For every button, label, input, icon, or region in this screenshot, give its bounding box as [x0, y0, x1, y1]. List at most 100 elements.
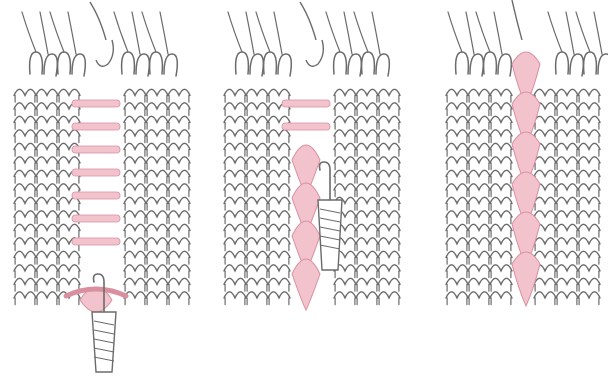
stitch-loop: [334, 116, 356, 122]
stitch-loop: [14, 157, 36, 163]
stitch-loop: [556, 89, 578, 95]
stitch-loop: [246, 89, 268, 95]
stitch-loop: [146, 184, 168, 190]
stitch-loop: [378, 103, 400, 109]
stitch-loop: [58, 130, 80, 136]
stitch-loop: [468, 89, 490, 95]
stitch-loop: [246, 143, 268, 149]
stitch-loop: [356, 292, 378, 298]
stitch-loop: [468, 238, 490, 244]
stitch-loop: [168, 89, 190, 95]
stitch-loop: [14, 292, 36, 298]
stitch-loop: [36, 143, 58, 149]
stitch-loop: [124, 130, 146, 136]
stitch-loop: [58, 278, 80, 284]
stitch-loop: [58, 265, 80, 271]
stitch-loop: [578, 157, 600, 163]
stitch-loop: [36, 170, 58, 176]
stitch-loop: [534, 197, 556, 203]
top-loop: [556, 52, 584, 76]
stitch-loop: [446, 184, 468, 190]
stitch-loop: [468, 184, 490, 190]
stitch-loop: [268, 143, 290, 149]
stitch-loop: [578, 197, 600, 203]
yarn-strand: [576, 12, 602, 54]
top-loop: [362, 52, 390, 76]
panel-repaired-stitch-column: [446, 0, 608, 306]
stitch-loop: [168, 130, 190, 136]
stitch-loop: [124, 251, 146, 257]
stitch-loop: [58, 224, 80, 230]
stitch-loop: [534, 130, 556, 136]
stitch-loop: [168, 157, 190, 163]
top-loop: [236, 52, 264, 76]
stitch-loop: [446, 211, 468, 217]
yarn-strand: [448, 12, 474, 54]
yarn-strand: [22, 12, 48, 54]
stitch-loop: [14, 89, 36, 95]
stitch-loop: [246, 292, 268, 298]
stitch-loop: [356, 265, 378, 271]
stitch-loop: [224, 130, 246, 136]
stitch-loop: [490, 130, 512, 136]
stitch-loop: [468, 143, 490, 149]
stitch-loop: [556, 116, 578, 122]
stitch-loop: [556, 238, 578, 244]
stitch-loop: [14, 116, 36, 122]
stitch-loop: [468, 103, 490, 109]
stitch-loop: [14, 265, 36, 271]
stitch-loop: [14, 103, 36, 109]
stitch-loop: [468, 211, 490, 217]
stitch-loop: [268, 130, 290, 136]
yarn-strand: [354, 12, 380, 54]
yarn-strand: [114, 12, 140, 54]
stitch-loop: [578, 130, 600, 136]
top-loop: [122, 52, 150, 76]
top-loop: [150, 52, 178, 76]
stitch-loop: [268, 184, 290, 190]
stitch-loop: [168, 292, 190, 298]
stitch-loop: [378, 251, 400, 257]
stitch-loop: [36, 238, 58, 244]
stitch-loop: [578, 265, 600, 271]
stitch-loop: [378, 184, 400, 190]
stitch-loop: [490, 292, 512, 298]
stitch-loop: [556, 211, 578, 217]
stitch-loop: [246, 157, 268, 163]
stitch-loop: [14, 224, 36, 230]
yarn-strand: [228, 12, 254, 54]
stitch-loop: [378, 292, 400, 298]
stitch-loop: [224, 89, 246, 95]
stitch-loop: [36, 184, 58, 190]
stitch-loop: [578, 224, 600, 230]
stitch-loop: [468, 265, 490, 271]
stitch-loop: [334, 143, 356, 149]
hanging-yarn: [512, 0, 522, 40]
stitch-loop: [246, 184, 268, 190]
stitch-loop: [14, 143, 36, 149]
stitch-loop: [356, 116, 378, 122]
stitch-loop: [224, 116, 246, 122]
stitch-loop: [556, 157, 578, 163]
stitch-loop: [534, 251, 556, 257]
stitch-loop: [124, 265, 146, 271]
hanging-yarn: [300, 2, 323, 66]
stitch-loop: [146, 143, 168, 149]
panel-dropped-stitch-ladder: [14, 2, 190, 372]
stitch-loop: [146, 130, 168, 136]
stitch-loop: [356, 157, 378, 163]
stitch-loop: [468, 170, 490, 176]
stitch-loop: [146, 197, 168, 203]
stitch-loop: [578, 292, 600, 298]
stitch-loop: [58, 184, 80, 190]
stitch-loop: [124, 143, 146, 149]
stitch-loop: [268, 197, 290, 203]
ladder-rung: [282, 100, 330, 107]
stitch-loop: [446, 265, 468, 271]
stitch-loop: [36, 197, 58, 203]
stitch-loop: [356, 184, 378, 190]
yarn-strand: [476, 12, 502, 54]
stitch-loop: [146, 89, 168, 95]
stitch-loop: [14, 238, 36, 244]
